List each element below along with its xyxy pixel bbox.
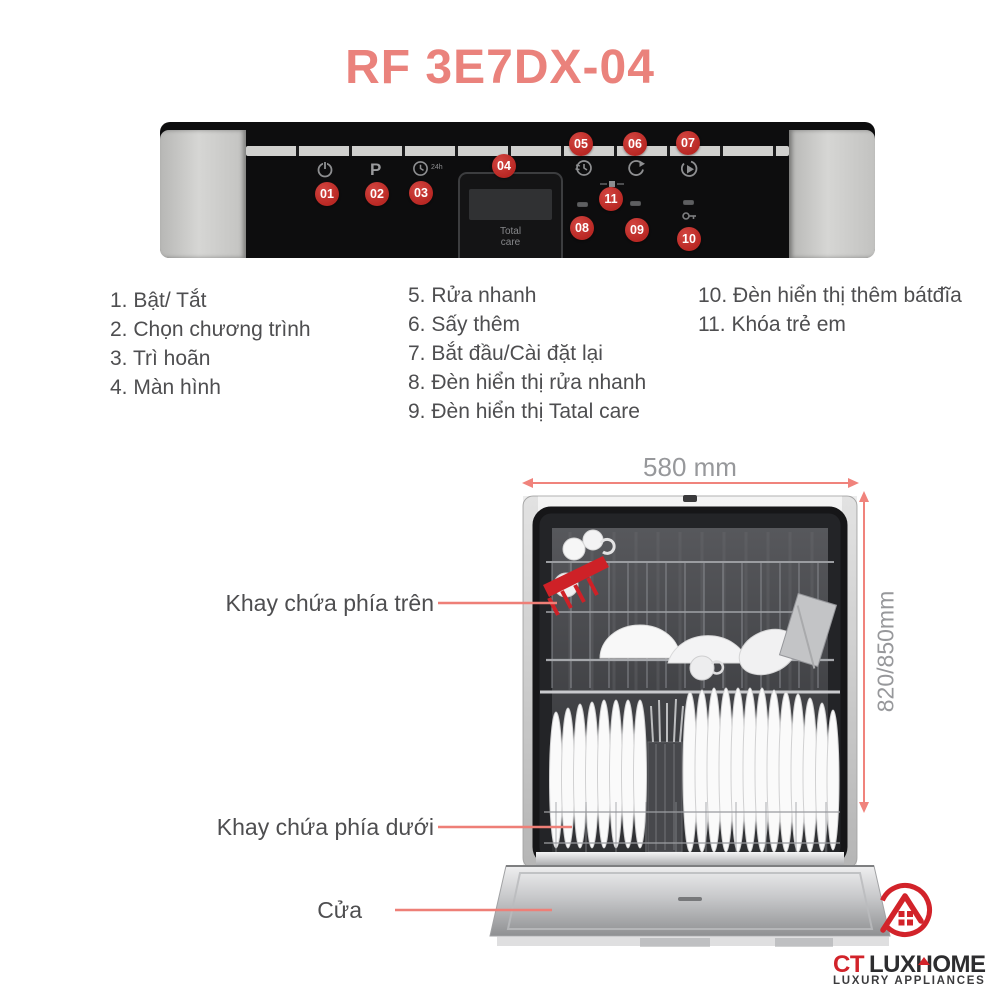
extra-dry-icon (626, 158, 646, 183)
control-panel: P 24h Total care 01 02 (160, 122, 875, 258)
quick-wash-icon (573, 158, 593, 183)
panel-button-strip (246, 146, 789, 156)
legend-item: 10. Đèn hiển thị thêm bátđĩa (698, 284, 962, 307)
legend-column-1: 1. Bật/ Tắt 2. Chọn chương trình 3. Trì … (110, 286, 410, 402)
red-cup-shelf (543, 556, 609, 616)
legend-item: 7. Bắt đầu/Cài đặt lại (408, 342, 603, 365)
display-screen (469, 189, 552, 220)
extra-dish-led (683, 200, 694, 205)
callout-badge-07: 07 (676, 131, 700, 155)
logo-ct: CT (833, 951, 865, 978)
logo-lux: LUX (869, 951, 916, 978)
total-care-led (630, 201, 641, 206)
logo-h: H (915, 951, 933, 978)
legend-item: 11. Khóa trẻ em (698, 313, 846, 336)
legend-item: 6. Sấy thêm (408, 313, 521, 336)
quick-wash-led (577, 202, 588, 207)
start-reset-icon (679, 159, 699, 184)
legend-item: 3. Trì hoãn (110, 347, 211, 370)
legend-item: 9. Đèn hiển thị Tatal care (408, 400, 640, 423)
power-icon (315, 159, 335, 184)
callout-badge-01: 01 (315, 182, 339, 206)
callout-badge-05: 05 (569, 132, 593, 156)
callout-badge-10: 10 (677, 227, 701, 251)
legend-item: 5. Rửa nhanh (408, 284, 537, 307)
legend-item: 2. Chọn chương trình (110, 318, 311, 341)
ctluxhome-logo-icon (878, 883, 932, 937)
open-door (489, 852, 891, 947)
legend-item: 1. Bật/ Tắt (110, 289, 207, 312)
legend-item: 4. Màn hình (110, 376, 221, 399)
lower-rack-label: Khay chứa phía dưới (216, 814, 434, 840)
legend-column-2: 5. Rửa nhanh 6. Sấy thêm 7. Bắt đầu/Cài … (408, 281, 708, 426)
height-dimension-arrow (859, 491, 869, 813)
delay-clock-icon (412, 160, 429, 182)
panel-right-cap (789, 130, 875, 258)
child-lock-indicator (600, 180, 624, 187)
lower-rack (544, 687, 840, 853)
program-icon: P (370, 160, 382, 179)
logo-tagline: LUXURY APPLIANCES (833, 975, 986, 987)
width-dimension-arrow (522, 478, 859, 488)
width-dimension-label: 580 mm (643, 452, 737, 482)
callout-lines (395, 601, 572, 912)
callout-badge-11: 11 (599, 187, 623, 211)
panel-left-cap (160, 130, 246, 258)
callout-badge-06: 06 (623, 132, 647, 156)
display-brand-label: Total care (499, 226, 522, 248)
callout-badge-02: 02 (365, 182, 389, 206)
callout-badge-09: 09 (625, 218, 649, 242)
legend-column-3: 10. Đèn hiển thị thêm bátđĩa 11. Khóa tr… (698, 281, 998, 339)
height-dimension-label: 820/850mm (872, 590, 899, 713)
legend-item: 8. Đèn hiển thị rửa nhanh (408, 371, 647, 394)
callout-badge-08: 08 (570, 216, 594, 240)
upper-rack-label: Khay chứa phía trên (225, 590, 434, 616)
delay-hint-label: 24h (431, 164, 443, 171)
callout-badge-03: 03 (409, 181, 433, 205)
logo-ome: OME (932, 951, 986, 978)
product-title: RF 3E7DX-04 (345, 41, 655, 94)
key-icon (681, 209, 699, 228)
door-label: Cửa (317, 897, 362, 923)
callout-badge-04: 04 (492, 154, 516, 178)
upper-rack (543, 529, 838, 688)
logo-h-roof-accent (917, 957, 930, 965)
